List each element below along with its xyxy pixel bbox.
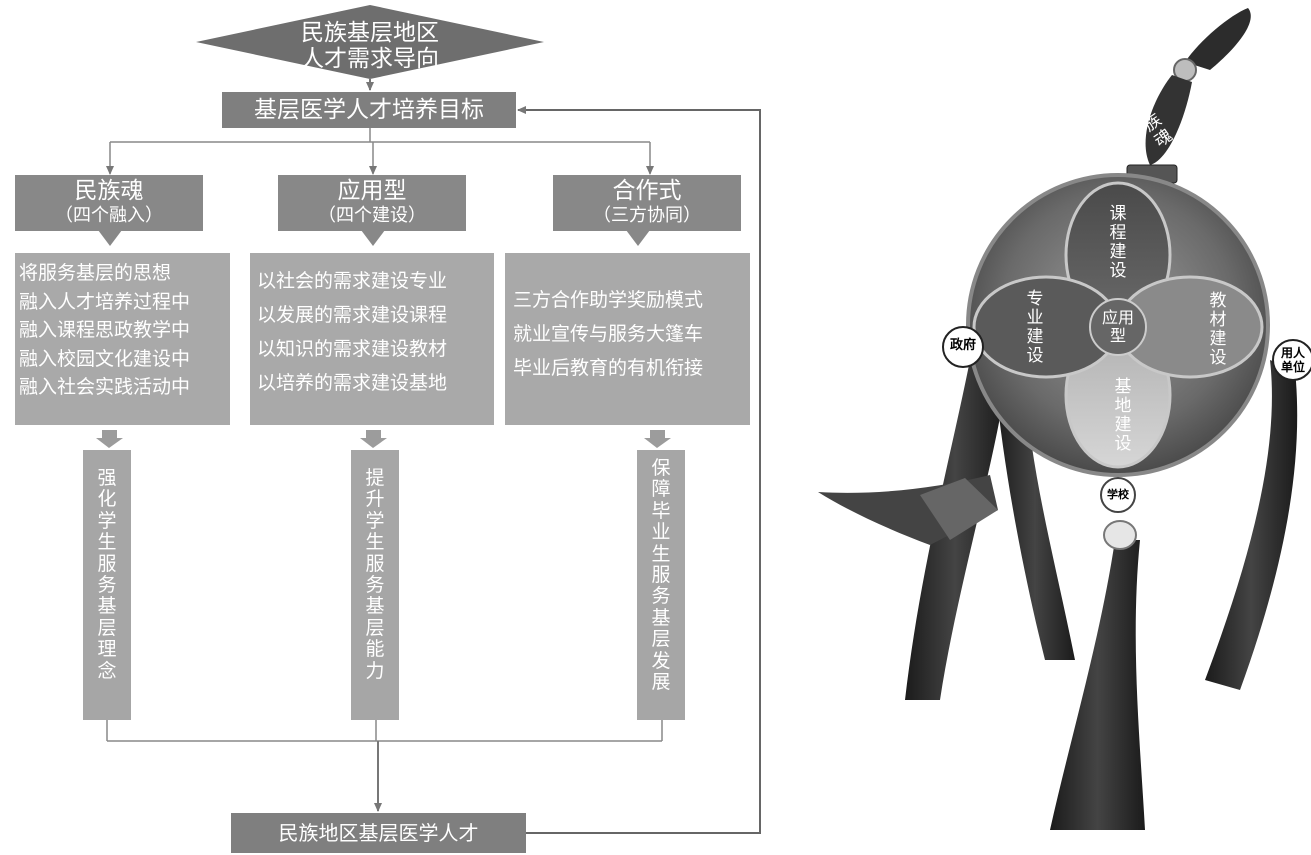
list-item: 三方合作助学奖励模式 <box>513 289 704 311</box>
column-subtitle: （四个建设） <box>318 205 426 226</box>
flowchart-connectors <box>96 5 761 834</box>
petal-right-label: 教材建设 <box>1209 291 1227 368</box>
result-text: 强化学生服务基层理念 <box>97 467 117 682</box>
list-item: 融入社会实践活动中 <box>19 376 191 398</box>
column-head-3: 合作式 （三方协同） <box>553 175 741 231</box>
list-item: 以发展的需求建设课程 <box>257 304 448 326</box>
list-item: 以知识的需求建设教材 <box>257 338 448 360</box>
feedback-loop <box>517 106 761 834</box>
column-title: 应用型 <box>337 178 407 204</box>
left-badge-circle <box>942 326 984 368</box>
column-result-3: 保障毕业生服务基层发展 <box>637 450 685 720</box>
list-item: 融入校园文化建设中 <box>19 347 191 370</box>
list-item: 融入课程思政教学中 <box>19 319 191 341</box>
center-disc <box>1089 298 1147 356</box>
list-item: 以社会的需求建设专业 <box>257 270 448 292</box>
top-diamond-label: 民族基层地区 人才需求导向 <box>196 15 544 75</box>
center-label: 应用型 <box>1101 308 1134 345</box>
block-arrows <box>96 430 671 448</box>
column-body-1: 将服务基层的思想 融入人才培养过程中 融入课程思政教学中 融入校园文化建设中 融… <box>15 253 230 425</box>
list-item: 融入人才培养过程中 <box>19 290 191 313</box>
right-badge-circle <box>1272 339 1311 381</box>
list-item: 就业宣传与服务大篷车 <box>513 323 704 345</box>
left-badge-label: 政府 <box>949 338 976 353</box>
list-item: 以培养的需求建设基地 <box>257 372 448 394</box>
column-body-2: 以社会的需求建设专业 以发展的需求建设课程 以知识的需求建设教材 以培养的需求建… <box>250 253 494 425</box>
column-title: 合作式 <box>612 178 682 204</box>
column-body-3: 三方合作助学奖励模式 就业宣传与服务大篷车 毕业后教育的有机衔接 <box>505 253 750 425</box>
result-text: 保障毕业生服务基层发展 <box>651 457 671 694</box>
tassels <box>818 360 1298 830</box>
result-text: 提升学生服务基层能力 <box>365 467 385 682</box>
ornament-illustration <box>818 8 1311 830</box>
column-subtitle: （四个融入） <box>55 205 163 226</box>
column-head-2: 应用型 （四个建设） <box>278 175 466 231</box>
list-item: 毕业后教育的有机衔接 <box>513 357 704 379</box>
bottom-badge-circle <box>1100 477 1136 513</box>
column-head-1: 民族魂 （四个融入） <box>15 175 203 231</box>
top-ribbon <box>1126 8 1251 184</box>
petal-top-label: 课程建设 <box>1109 204 1127 281</box>
bottom-box: 民族地区基层医学人才 <box>231 813 526 853</box>
right-badge-label: 用人单位 <box>1280 346 1305 374</box>
column-result-1: 强化学生服务基层理念 <box>83 450 131 720</box>
petal-left-label: 专业建设 <box>1026 289 1044 366</box>
list-item: 将服务基层的思想 <box>19 262 172 284</box>
bottom-badge-label: 学校 <box>1107 488 1129 501</box>
column-subtitle: （三方协同） <box>593 205 701 226</box>
goal-box: 基层医学人才培养目标 <box>222 92 516 128</box>
petal-bottom-label: 基地建设 <box>1114 377 1132 454</box>
column-result-2: 提升学生服务基层能力 <box>351 450 399 720</box>
column-title: 民族魂 <box>74 178 144 204</box>
diamond-line-1: 民族基层地区 <box>301 20 439 46</box>
diamond-line-2: 人才需求导向 <box>301 46 439 72</box>
top-diamond <box>196 5 544 79</box>
